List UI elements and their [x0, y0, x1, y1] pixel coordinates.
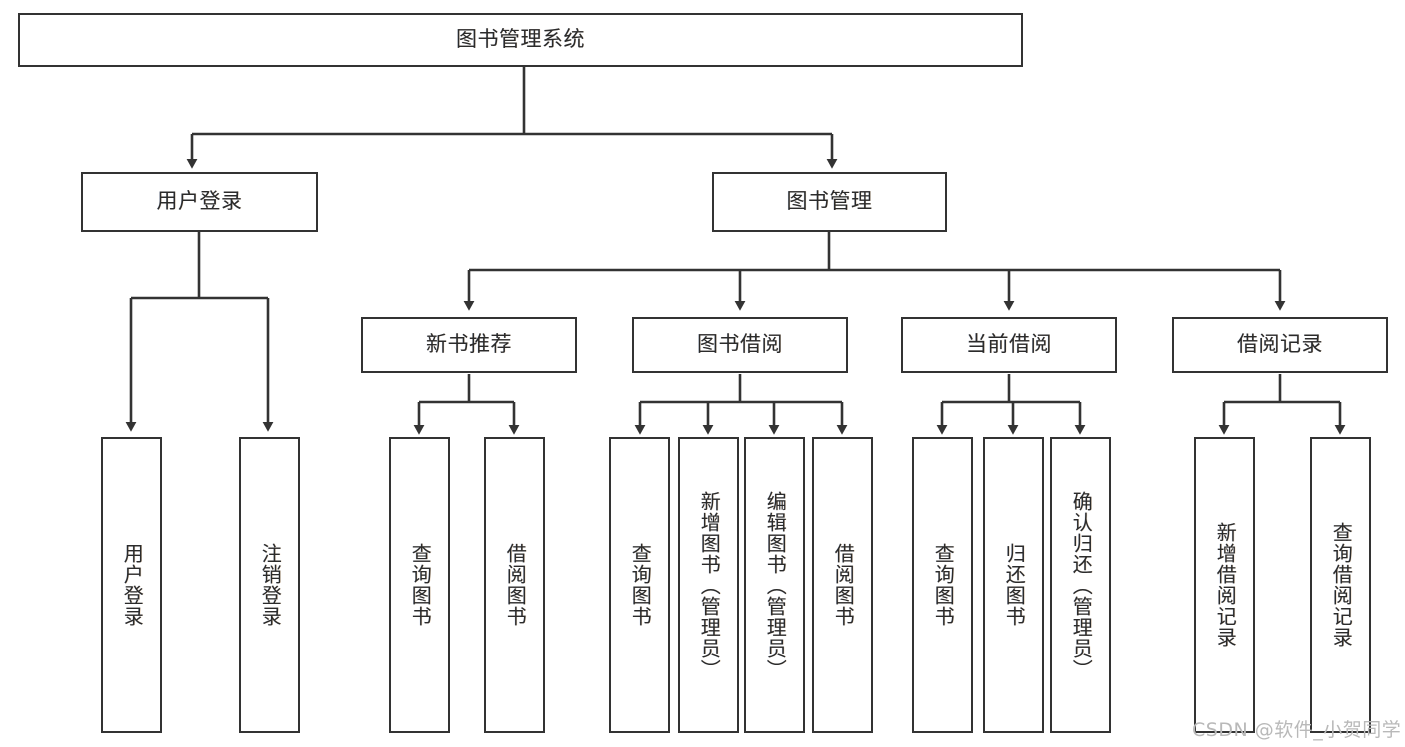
node-label: 查询图书: [931, 543, 956, 627]
node-label: 新增借阅记录: [1213, 522, 1238, 648]
leaf-borrow-add-book-admin[interactable]: 新增图书（管理员）: [678, 437, 739, 733]
csdn-watermark: CSDN @软件_小贺同学: [1192, 719, 1402, 741]
node-label: 借阅图书: [503, 543, 528, 627]
leaf-record-query-borrow-record[interactable]: 查询借阅记录: [1310, 437, 1371, 733]
node-user-login[interactable]: 用户登录: [81, 172, 318, 232]
node-label: 图书借阅: [697, 332, 783, 357]
leaf-current-query-book[interactable]: 查询图书: [912, 437, 973, 733]
node-label: 用户登录: [156, 189, 243, 214]
node-label: 注销登录: [258, 543, 283, 627]
node-current-borrow[interactable]: 当前借阅: [901, 317, 1117, 373]
leaf-recommend-borrow-book[interactable]: 借阅图书: [484, 437, 545, 733]
node-label: 查询图书: [628, 543, 653, 627]
node-label: 图书管理系统: [456, 27, 585, 52]
leaf-user-login-signout[interactable]: 注销登录: [239, 437, 300, 733]
leaf-current-confirm-return-admin[interactable]: 确认归还（管理员）: [1050, 437, 1111, 733]
node-label: 图书管理: [786, 189, 873, 214]
node-label: 借阅图书: [831, 543, 856, 627]
node-root-system[interactable]: 图书管理系统: [18, 13, 1023, 67]
node-book-management[interactable]: 图书管理: [712, 172, 947, 232]
node-label: 归还图书: [1002, 543, 1027, 627]
node-label: 借阅记录: [1237, 332, 1323, 357]
leaf-current-return-book[interactable]: 归还图书: [983, 437, 1044, 733]
node-label: 确认归还（管理员）: [1069, 490, 1094, 680]
node-label: 新书推荐: [426, 332, 512, 357]
node-label: 查询图书: [408, 543, 433, 627]
node-label: 用户登录: [120, 543, 145, 627]
node-label: 新增图书（管理员）: [697, 490, 722, 680]
node-label: 查询借阅记录: [1329, 522, 1354, 648]
node-borrow-record[interactable]: 借阅记录: [1172, 317, 1388, 373]
node-label: 编辑图书（管理员）: [763, 490, 788, 680]
leaf-borrow-edit-book-admin[interactable]: 编辑图书（管理员）: [744, 437, 805, 733]
leaf-recommend-query-book[interactable]: 查询图书: [389, 437, 450, 733]
node-new-book-recommend[interactable]: 新书推荐: [361, 317, 577, 373]
node-label: 当前借阅: [966, 332, 1052, 357]
leaf-user-login-signin[interactable]: 用户登录: [101, 437, 162, 733]
node-book-borrow[interactable]: 图书借阅: [632, 317, 848, 373]
leaf-borrow-borrow-book[interactable]: 借阅图书: [812, 437, 873, 733]
leaf-borrow-query-book[interactable]: 查询图书: [609, 437, 670, 733]
leaf-record-add-borrow-record[interactable]: 新增借阅记录: [1194, 437, 1255, 733]
